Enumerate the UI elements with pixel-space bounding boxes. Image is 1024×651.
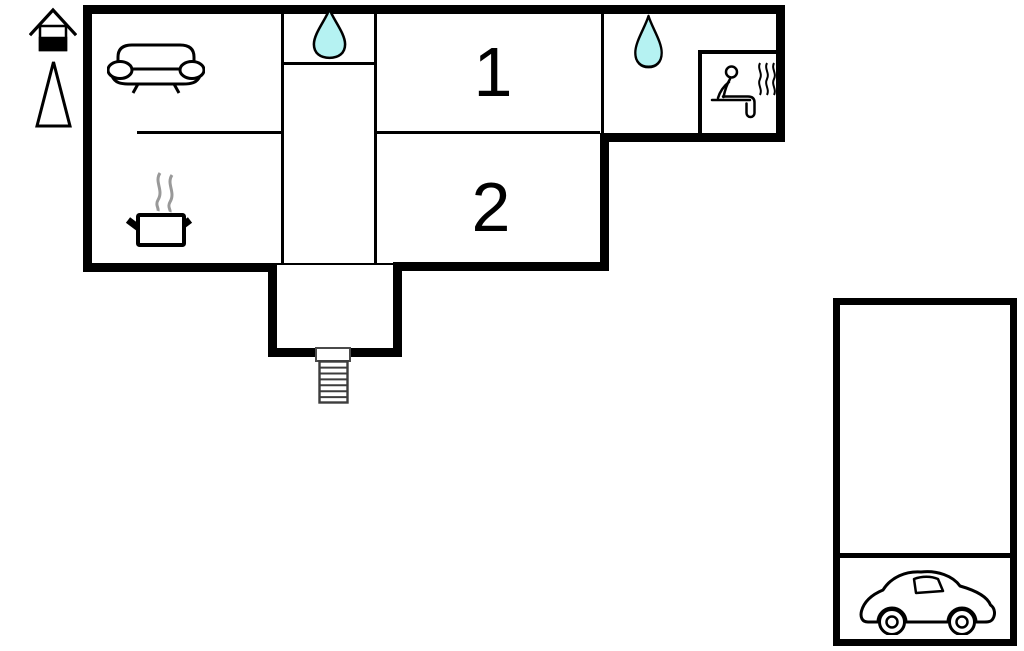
bedroom-1-label: 1 (473, 33, 513, 111)
cooking-pot-icon (125, 172, 193, 247)
wall-left (83, 5, 92, 272)
wall-sauna-top (698, 50, 776, 54)
wall-bottom-right (393, 262, 609, 271)
wall-corridor-right (374, 14, 377, 264)
entrance-area (277, 265, 393, 348)
wall-sauna-left (698, 50, 702, 142)
wall-bedroom-divider (377, 131, 600, 134)
garage-divider-wall (840, 553, 1010, 558)
wall-vestibule-right (393, 263, 402, 357)
wall-entrance-threshold (277, 263, 393, 265)
garage-building (833, 298, 1017, 646)
car-icon (859, 570, 996, 635)
wall-bedroom1-bathroom (601, 14, 604, 133)
wall-bottom-left (83, 263, 277, 272)
water-drop-icon (634, 14, 663, 69)
wall-hall-bathroom (284, 62, 374, 65)
sauna-person-icon (710, 62, 776, 119)
water-drop-shape (312, 7, 347, 60)
wall-top (83, 5, 785, 14)
wall-vestibule-bottom-r (347, 348, 402, 357)
bedroom-2-label: 2 (471, 168, 511, 246)
stairs-icon (318, 360, 349, 404)
water-drop-icon (312, 7, 347, 60)
wall-vestibule-bottom-l (268, 348, 319, 357)
wall-bedroom2-right (600, 133, 609, 271)
sofa-icon (107, 43, 205, 94)
north-arrow-icon (35, 61, 72, 128)
wall-corridor-left (281, 14, 284, 264)
hallway-area (284, 65, 374, 263)
wall-vestibule-left (268, 263, 277, 357)
house-icon (29, 7, 77, 52)
wall-living-kitchen (137, 131, 281, 134)
wall-wing-right (776, 5, 785, 142)
wall-wing-bottom (600, 133, 785, 142)
water-drop-shape (634, 14, 663, 69)
